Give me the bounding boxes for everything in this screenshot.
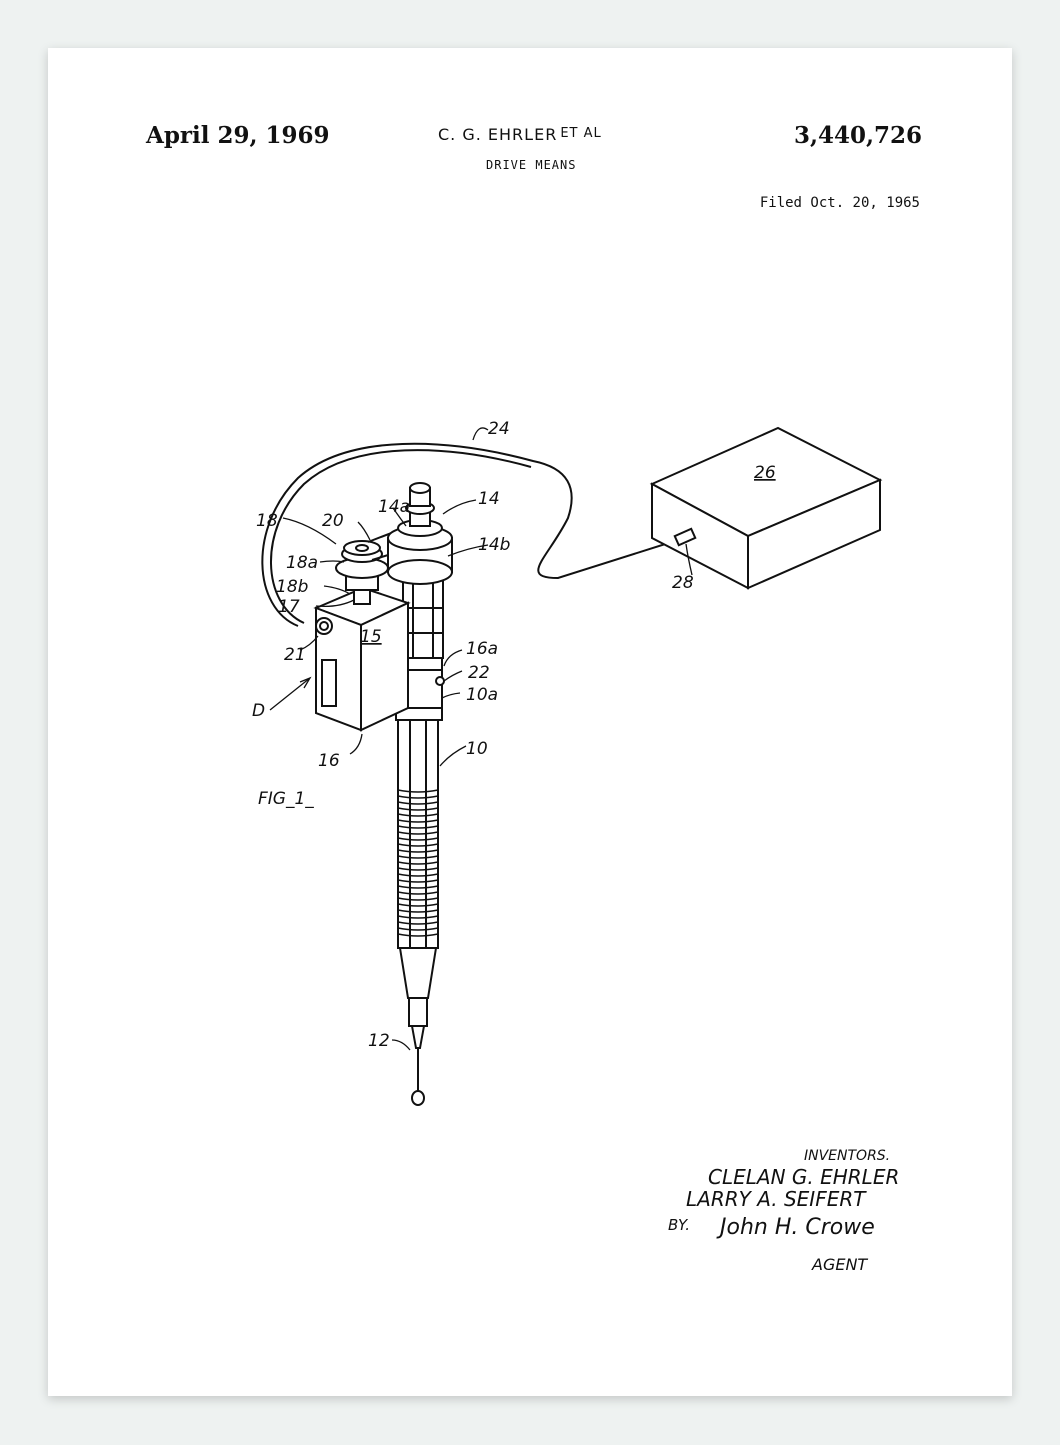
thread-ring [397, 873, 439, 877]
label-24: 24 [488, 419, 510, 439]
label-14b: 14b [478, 535, 510, 555]
handpiece-shaft-10 [397, 687, 439, 949]
label-18a: 18a [286, 553, 318, 573]
label-18b: 18b [276, 577, 308, 597]
figure-caption: FIG_1_ [258, 789, 314, 809]
et-al: ET AL [560, 126, 602, 141]
thread-ring [397, 831, 439, 835]
label-20: 20 [322, 511, 344, 531]
label-17: 17 [278, 597, 300, 617]
thread-ring [397, 891, 439, 895]
label-22: 22 [468, 663, 490, 683]
connector-28 [673, 527, 697, 547]
thread-ring [397, 927, 439, 931]
cable-24 [261, 442, 679, 627]
signature-block: INVENTORS. CLELAN G. EHRLER LARRY A. SEI… [668, 1148, 899, 1274]
thread-ring [397, 795, 439, 799]
thread-ring [397, 855, 439, 859]
control-box-26 [649, 426, 883, 590]
threaded-section [397, 789, 439, 937]
thread-ring [397, 801, 439, 805]
reference-labels: 24 14a 14 18 20 14b 18a 18b 17 15 21 16a… [252, 419, 776, 1051]
label-10: 10 [466, 739, 488, 759]
label-26: 26 [754, 463, 776, 483]
leader-lines [269, 427, 693, 1051]
thread-ring [397, 867, 439, 871]
thread-ring [397, 921, 439, 925]
thread-ring [397, 789, 439, 793]
patent-date: April 29, 1969 [146, 122, 330, 149]
thread-ring [397, 843, 439, 847]
thread-ring [397, 897, 439, 901]
agent-label: AGENT [811, 1255, 868, 1274]
thread-ring [397, 909, 439, 913]
thread-ring [397, 813, 439, 817]
fitting-21 [315, 617, 333, 635]
thread-ring [397, 903, 439, 907]
shaft-17 [353, 589, 371, 605]
label-14: 14 [478, 489, 500, 509]
cable-24-inner [270, 449, 532, 624]
thread-ring [397, 885, 439, 889]
label-10a: 10a [466, 685, 498, 705]
pulley-18 [335, 540, 389, 605]
drive-housing-15 [313, 586, 411, 732]
label-18: 18 [256, 511, 278, 531]
label-14a: 14a [378, 497, 410, 517]
inventors-heading: INVENTORS. [804, 1148, 890, 1164]
by-label: BY. [668, 1216, 690, 1234]
pulley-14 [387, 482, 453, 585]
patent-number: 3,440,726 [793, 122, 922, 149]
thread-ring [397, 825, 439, 829]
thread-ring [397, 933, 439, 937]
label-16: 16 [318, 751, 340, 771]
thread-ring [397, 819, 439, 823]
filed-date: Filed Oct. 20, 1965 [759, 195, 920, 211]
thread-ring [397, 807, 439, 811]
label-16a: 16a [466, 639, 498, 659]
nose-piece [398, 947, 438, 1106]
label-D: D [252, 701, 265, 721]
thread-ring [397, 861, 439, 865]
inventor-1: CLELAN G. EHRLER [708, 1165, 899, 1189]
patent-drawing: 24 14a 14 18 20 14b 18a 18b 17 15 21 16a… [252, 419, 899, 1274]
thread-ring [397, 849, 439, 853]
inventor-name-text: C. G. EHRLER [438, 125, 558, 144]
housing-window [321, 659, 337, 707]
thread-ring [397, 879, 439, 883]
label-21: 21 [284, 645, 306, 665]
thread-ring [397, 915, 439, 919]
thread-ring [397, 837, 439, 841]
label-28: 28 [672, 573, 694, 593]
label-15: 15 [360, 627, 382, 647]
inventor-2: LARRY A. SEIFERT [686, 1187, 867, 1211]
label-12: 12 [368, 1031, 390, 1051]
signature: John H. Crowe [716, 1215, 875, 1240]
patent-title: DRIVE MEANS [486, 158, 577, 172]
